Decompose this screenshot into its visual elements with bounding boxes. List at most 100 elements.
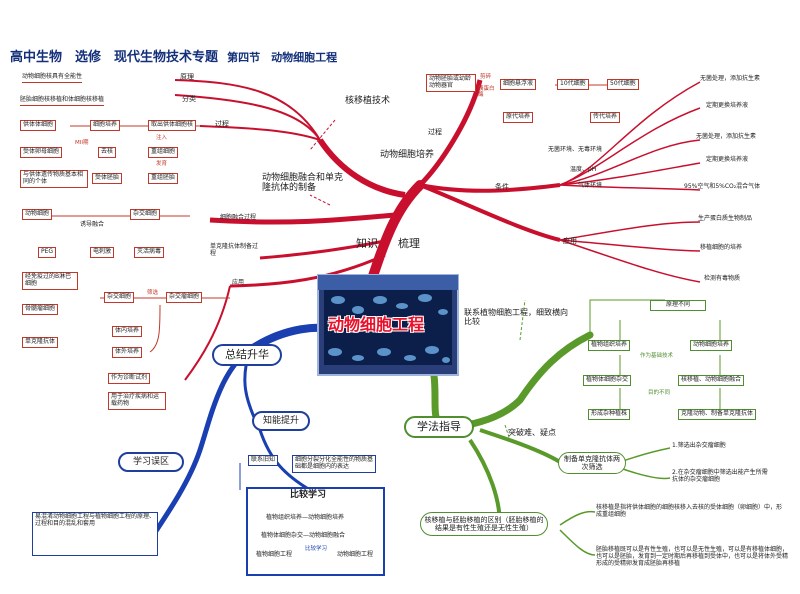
nt-note-develop: 发育 xyxy=(156,161,168,167)
fu-box-hybrid: 杂交细胞 xyxy=(130,209,161,220)
cu-note-cut: 剪碎 xyxy=(480,74,492,80)
nt-box-embryo: 重组胚胎 xyxy=(148,173,179,184)
center-topic: 动物细胞工程 xyxy=(328,315,425,334)
nuclear-principle xyxy=(174,79,321,141)
q1-line xyxy=(619,467,671,480)
app-line xyxy=(559,239,701,283)
title-section: 第四节 动物细胞工程 xyxy=(227,51,338,64)
fu-induce: 诱导融合 xyxy=(80,221,105,228)
cu-box-primary: 原代培养 xyxy=(503,112,534,123)
fu-virus: 灭活病毒 xyxy=(134,247,165,258)
fu-box-cell: 动物细胞 xyxy=(22,209,53,220)
compare-line-1: 植物组织培养—动物细胞培养 xyxy=(266,514,345,521)
compare-label: 比较学习 xyxy=(290,490,327,500)
compare-line-2: 植物体细胞杂交—动物细胞融合 xyxy=(261,532,346,539)
m-left-box2: 植物体细胞杂交 xyxy=(583,375,632,386)
detail-2: 定期更换培养液 xyxy=(706,102,749,109)
q1-label: 制备单克隆抗体两次筛选 xyxy=(558,452,626,475)
m-left-box3: 形成杂种植株 xyxy=(588,409,631,420)
detail-line xyxy=(559,107,701,186)
nt-box-recombined: 重组细胞 xyxy=(148,147,179,158)
nt-box-offspring: 与供体遗传物质基本相同的个体 xyxy=(20,170,88,188)
fusion-label: 动物细胞融合和单克隆抗体的制备 xyxy=(262,173,344,194)
q2-label: 核移植与胚胎移植的区别（胚胎移植的结果是有性生殖还是无性生殖） xyxy=(420,512,548,537)
compare-left: 植物细胞工程 xyxy=(256,551,293,558)
nt-note-mii: MII期 xyxy=(75,140,89,146)
dashed-callout xyxy=(309,119,336,151)
m-right-box3: 克隆动物、制备单克隆抗体 xyxy=(678,409,757,420)
knowledge-trunk xyxy=(365,180,425,290)
culture-process-label: 过程 xyxy=(428,128,442,136)
m-left-box: 植物组织培养 xyxy=(588,340,631,351)
m-note-purpose: 目的不同 xyxy=(648,390,671,396)
method-label: 学法指导 xyxy=(404,416,474,438)
fu-peg: PEG xyxy=(38,247,57,258)
detail-line xyxy=(559,184,701,191)
mistakes-label: 学习误区 xyxy=(118,452,184,472)
category-text: 胚胎细胞核移植和体细胞核移植 xyxy=(20,96,105,106)
q1-item-2: 2.在杂交瘤细胞中筛选出能产生所需抗体的杂交瘤细胞 xyxy=(672,469,768,483)
m-root-box: 原理不同 xyxy=(650,300,706,311)
culture-conditions xyxy=(419,183,561,193)
compare-box xyxy=(246,487,385,576)
q1-item-1: 1.筛选出杂交瘤细胞 xyxy=(672,442,726,449)
nt-box-nucleus: 取出供体细胞核 xyxy=(148,120,197,131)
cu-note-trypsin: 胰蛋白酶 xyxy=(478,86,495,99)
dashed-callout xyxy=(309,194,331,206)
nuclear-branch xyxy=(317,138,406,198)
culture-upper xyxy=(418,79,483,187)
knowledge-label-a: 知识 xyxy=(356,237,378,250)
app-3: 检测有毒物质 xyxy=(704,275,741,282)
use-treatment: 用于治疗疾病和运载药物 xyxy=(108,392,166,410)
application-branch xyxy=(229,253,386,288)
principle-text: 动物细胞核具有全能性 xyxy=(22,73,83,83)
condition-gas: 气体环境 xyxy=(578,182,603,189)
mistakes-branch xyxy=(147,347,252,542)
uses-link xyxy=(184,285,231,381)
mab-in-vitro: 体外培养 xyxy=(112,347,143,358)
m-right-box2: 核移植、动物细胞融合 xyxy=(678,375,745,386)
cell-pattern xyxy=(328,294,450,363)
fu-electric: 电刺激 xyxy=(90,247,115,258)
culture-label: 动物细胞培养 xyxy=(380,150,435,160)
conditions-label: 条件 xyxy=(495,183,509,191)
dashed-callout xyxy=(519,299,526,341)
method-intro: 联系植物细胞工程，细致横向比较 xyxy=(464,308,568,327)
nt-box-enucleate: 去核 xyxy=(98,147,117,158)
q2-line xyxy=(559,529,596,556)
mistakes-text: 易混淆动物细胞工程与植物细胞工程的原理、过程和目的混乱和套用 xyxy=(32,512,158,556)
cu-box-passage: 传代培养 xyxy=(590,112,621,123)
mab-application-label: 应用 xyxy=(232,279,245,286)
detail-3: 无菌处理，添加抗生素 xyxy=(696,133,757,140)
m-note-base: 作为基础技术 xyxy=(640,353,674,359)
detail-1: 无菌处理，添加抗生素 xyxy=(700,75,761,82)
detail-4: 定期更换培养液 xyxy=(706,156,749,163)
connector xyxy=(589,299,665,335)
mab-myeloma: 骨髓瘤细胞 xyxy=(22,304,59,315)
dashed-callout xyxy=(504,424,511,441)
ability-link: 联系旧知 xyxy=(248,455,279,466)
compare-mid: 比较学习 xyxy=(305,546,328,552)
app-line xyxy=(559,239,701,252)
fusion-process-label: 细胞融合过程 xyxy=(220,214,257,221)
m-right-box: 动物细胞培养 xyxy=(690,340,733,351)
category-label: 分类 xyxy=(182,95,196,103)
nuclear-process-label: 过程 xyxy=(215,120,229,128)
method-trunk xyxy=(426,331,594,430)
nt-box-culture: 细胞培养 xyxy=(90,120,121,131)
title-main: 高中生物 选修 现代生物技术专题 xyxy=(10,50,219,65)
mab-screen-note: 筛选 xyxy=(147,290,159,296)
breakthrough-label: 突破难、疑点 xyxy=(508,428,556,437)
compare-branch xyxy=(258,429,311,492)
app-2: 移植细胞的培养 xyxy=(700,244,743,251)
ability-text: 细胞分裂分化全能性的物质基础都是细胞内的表达 xyxy=(292,455,376,473)
cu-box-suspension: 细胞悬浮液 xyxy=(500,79,537,90)
summary-label: 总结升华 xyxy=(212,344,282,366)
mab-hybrid: 杂交细胞 xyxy=(104,292,135,303)
mab-process-label: 单克隆抗体制备过程 xyxy=(210,243,259,257)
cu-box-source: 动物胚胎或幼龄动物器官 xyxy=(426,74,476,92)
nt-box-oocyte: 受体卵母细胞 xyxy=(20,147,63,158)
center-image-top xyxy=(318,275,458,290)
